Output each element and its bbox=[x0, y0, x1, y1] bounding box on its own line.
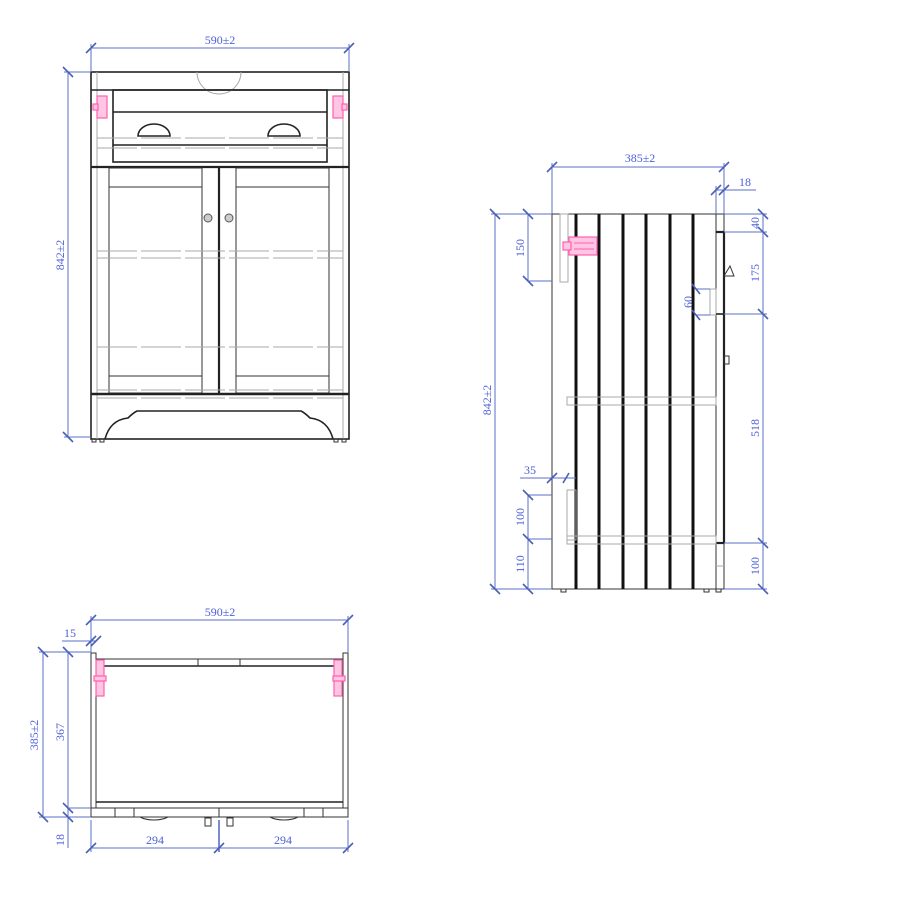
top-carcass-outline bbox=[95, 658, 344, 803]
basin-cutout bbox=[196, 71, 242, 95]
hinge-icon bbox=[332, 95, 348, 119]
side-depth-dimension: 385±2 bbox=[546, 151, 730, 214]
plinth-label: 100 bbox=[748, 557, 762, 575]
side-thickness-dimension: 15 bbox=[62, 626, 102, 647]
top-view: 590±2 15 385±2 367 18 bbox=[27, 605, 354, 854]
inner-depth-dimension: 367 18 bbox=[53, 646, 91, 848]
knob-top-right bbox=[226, 817, 234, 827]
drawer-label: 175 bbox=[748, 264, 762, 282]
door-thickness-dimension: 18 bbox=[710, 175, 756, 214]
front-width-dimension: 590±2 bbox=[85, 33, 355, 72]
top-width-dimension: 590±2 bbox=[85, 605, 354, 653]
inset-label: 35 bbox=[524, 463, 536, 477]
left-half-label: 294 bbox=[146, 833, 164, 847]
hinge-offset-label: 150 bbox=[513, 239, 527, 257]
side-depth-label: 385±2 bbox=[625, 151, 656, 165]
door-thickness-label: 18 bbox=[739, 175, 751, 189]
handle-top-right bbox=[269, 816, 299, 821]
back-rail-dimension: 100 110 bbox=[513, 489, 552, 595]
side-height-label: 842±2 bbox=[480, 385, 494, 416]
front-carcass-outline bbox=[90, 71, 350, 440]
handle-top-left bbox=[139, 816, 169, 821]
front-height-label: 842±2 bbox=[53, 240, 67, 271]
handle-dimension: 60 bbox=[681, 283, 710, 321]
door-right bbox=[235, 167, 330, 394]
door-label: 518 bbox=[748, 419, 762, 437]
handle-label: 60 bbox=[681, 296, 695, 308]
base-label: 110 bbox=[513, 555, 527, 573]
front-width-label: 590±2 bbox=[205, 33, 236, 47]
hinge-icon bbox=[332, 659, 346, 697]
inset-dimension: 35 bbox=[520, 463, 576, 484]
top-depth-label: 385±2 bbox=[27, 720, 41, 751]
side-thickness-label: 15 bbox=[64, 626, 76, 640]
front-stack-dimensions: 40 175 518 100 bbox=[724, 208, 769, 595]
plinth-cutout bbox=[104, 410, 334, 440]
drawer-handle-left bbox=[137, 123, 171, 137]
front-view: 590±2 842±2 bbox=[53, 33, 355, 443]
top-width-label: 590±2 bbox=[205, 605, 236, 619]
half-width-dimensions: 294 294 bbox=[85, 820, 354, 854]
top-rail-label: 40 bbox=[748, 217, 762, 229]
handle-recess bbox=[709, 288, 717, 316]
top-door-thickness-label: 18 bbox=[53, 834, 67, 846]
side-view: 385±2 18 842±2 150 35 bbox=[480, 151, 769, 595]
shelf-rail bbox=[566, 396, 717, 406]
drawer-handle-profile bbox=[723, 264, 735, 277]
door-knob-left bbox=[203, 213, 213, 223]
hinge-offset-dimension: 150 bbox=[513, 208, 552, 287]
hinge-icon bbox=[92, 95, 108, 119]
drawer-front bbox=[112, 89, 328, 163]
side-carcass-outline bbox=[551, 213, 725, 590]
door-knob-right bbox=[224, 213, 234, 223]
top-depth-dimension: 385±2 bbox=[27, 646, 91, 823]
side-height-dimension: 842±2 bbox=[480, 208, 552, 595]
inner-depth-label: 367 bbox=[53, 723, 67, 741]
door-knob-profile bbox=[723, 355, 730, 365]
right-half-label: 294 bbox=[274, 833, 292, 847]
back-rail-label: 100 bbox=[513, 508, 527, 526]
hinge-icon bbox=[93, 659, 107, 697]
door-left bbox=[108, 167, 203, 394]
knob-top-left bbox=[204, 817, 212, 827]
front-height-dimension: 842±2 bbox=[53, 66, 91, 443]
hinge-icon bbox=[562, 236, 598, 256]
drawer-handle-right bbox=[267, 123, 301, 137]
